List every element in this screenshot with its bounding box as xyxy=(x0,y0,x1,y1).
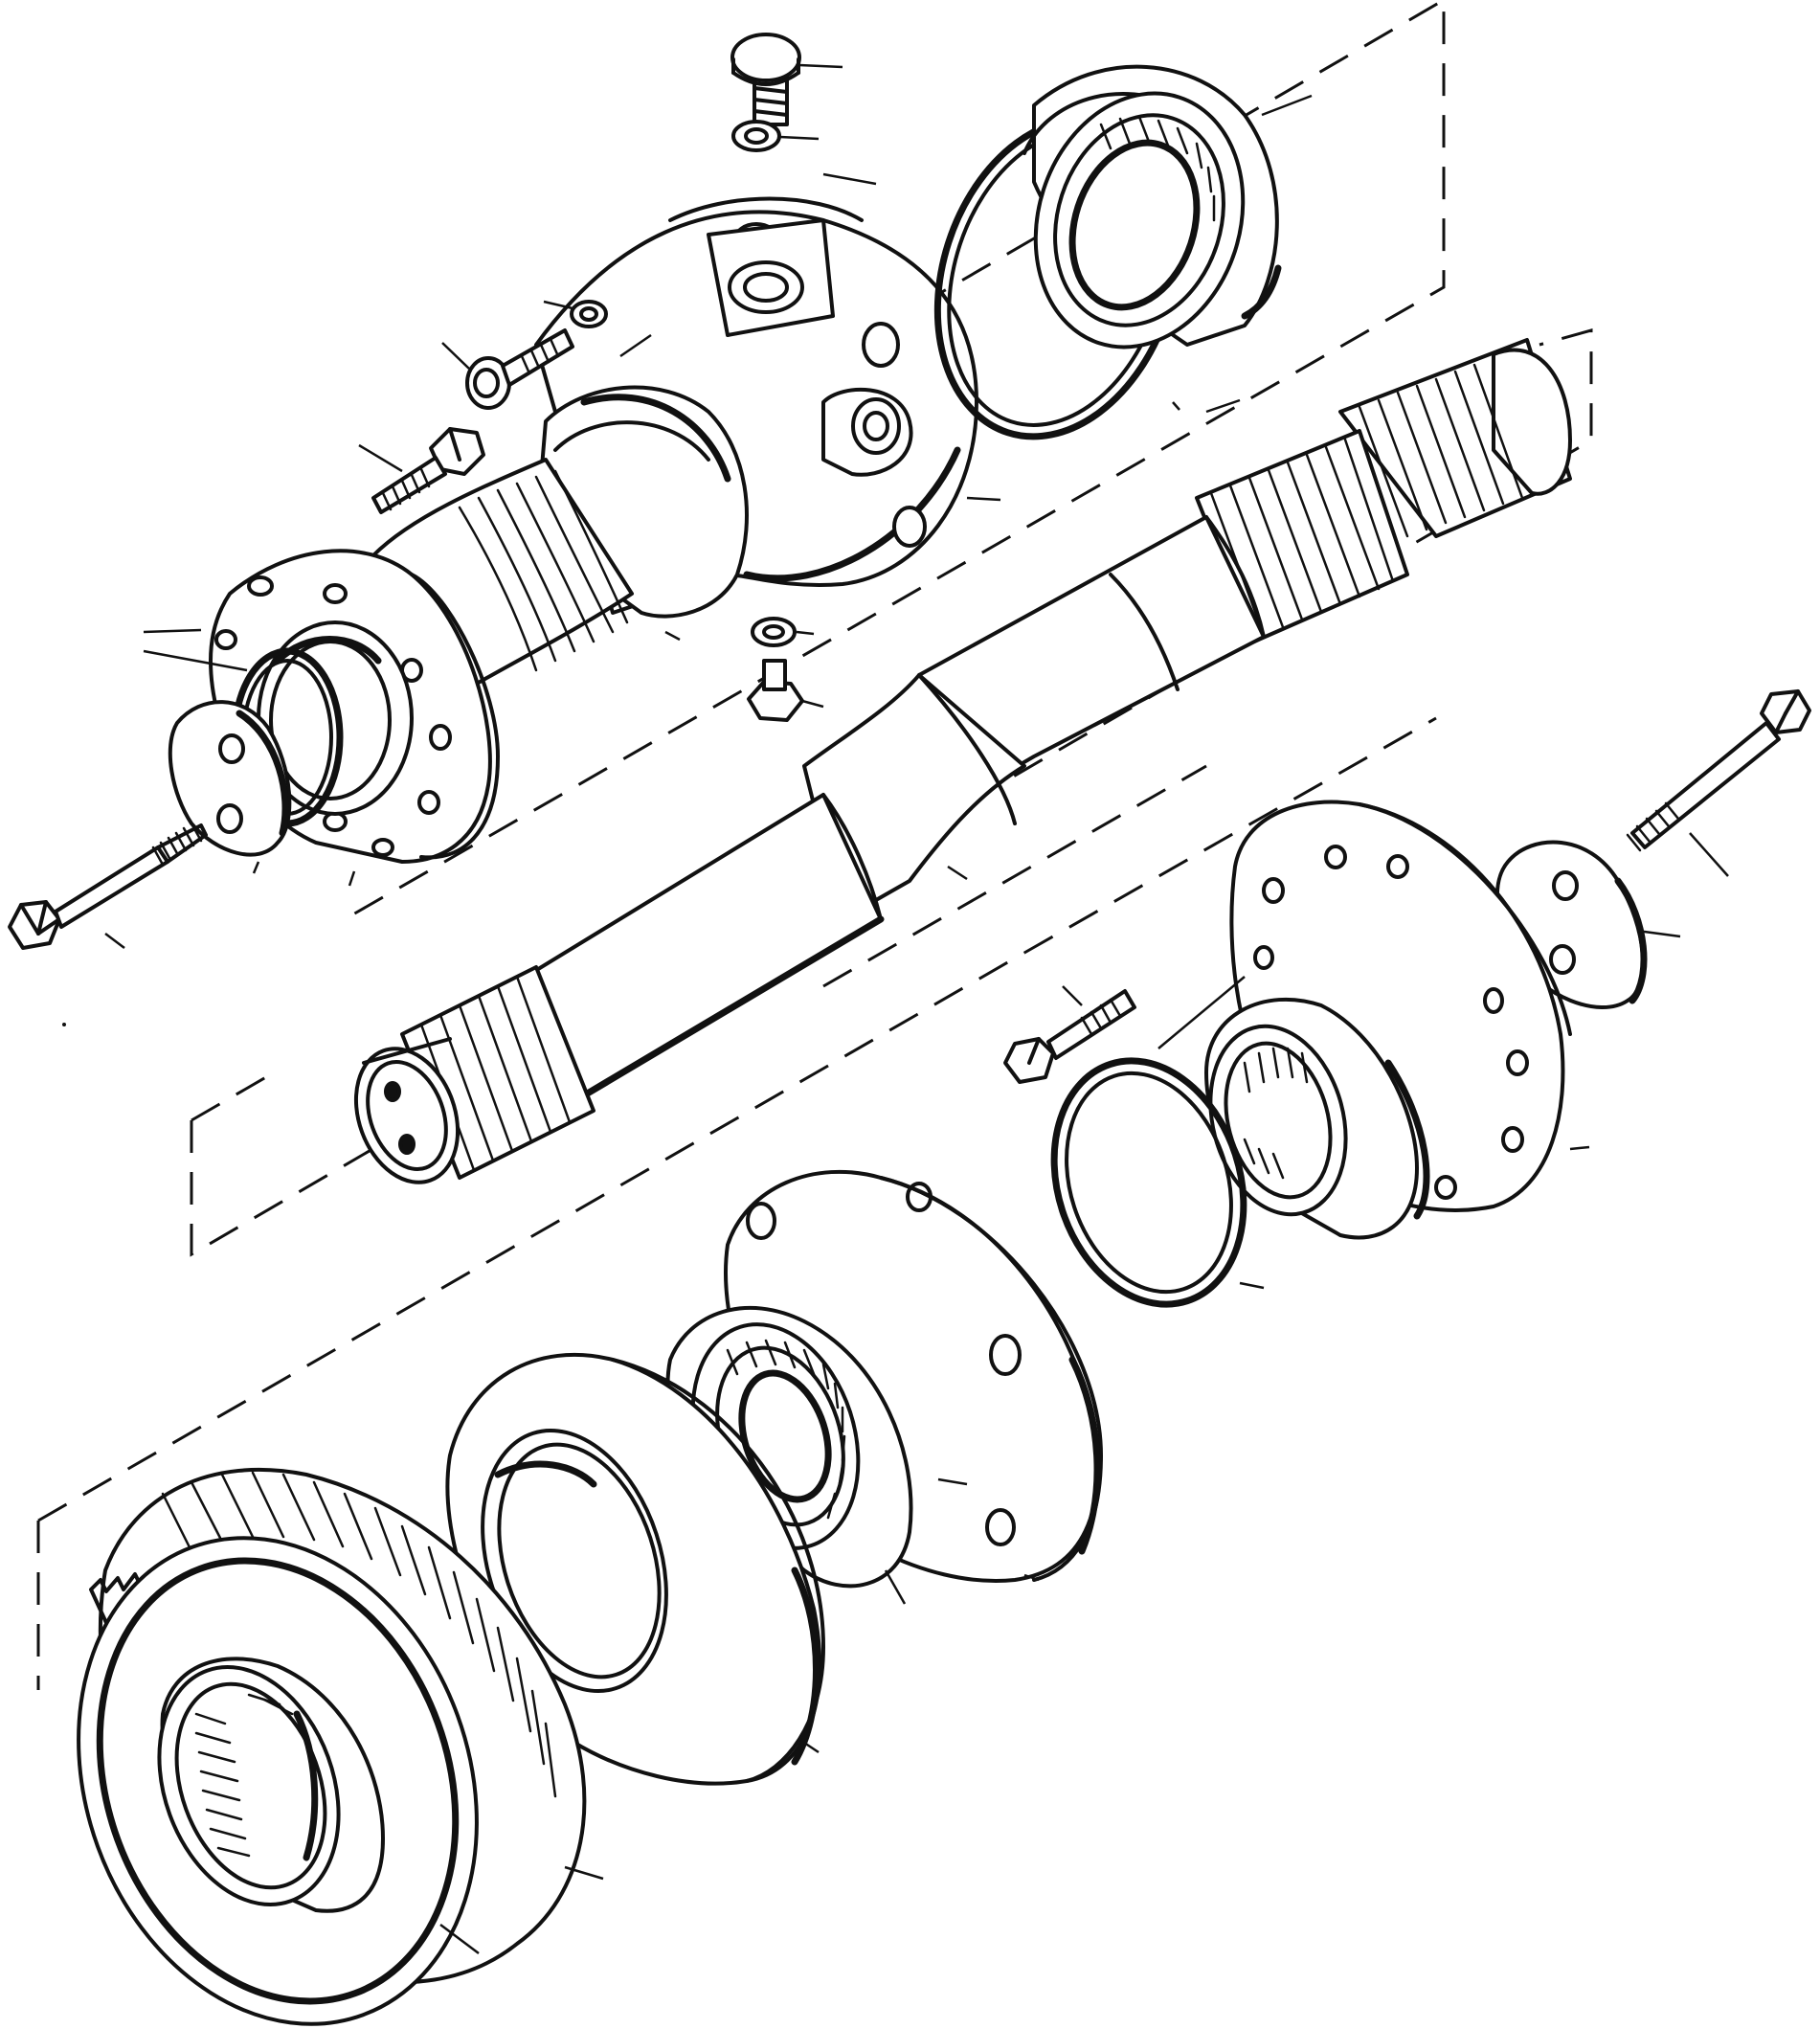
bearing-cup-icon xyxy=(445,1352,825,1786)
o-ring-lower xyxy=(1050,1057,1265,1308)
bolt-icon xyxy=(8,822,208,950)
retaining-plate-icon xyxy=(168,700,292,857)
washer-icon xyxy=(731,120,820,152)
flange-icon xyxy=(1204,800,1590,1240)
splined-shaft-icon xyxy=(353,338,1572,1184)
spur-gear-icon xyxy=(77,1467,604,2026)
speck xyxy=(62,1023,66,1026)
assembly-guide-lines xyxy=(36,0,1593,1690)
housing-bolts xyxy=(358,300,824,722)
leader-lines xyxy=(104,172,1246,1954)
hex-plug-icon xyxy=(730,33,843,126)
roller-bearing-icon xyxy=(1022,64,1313,349)
bearing-cage-icon xyxy=(665,1169,1103,1605)
